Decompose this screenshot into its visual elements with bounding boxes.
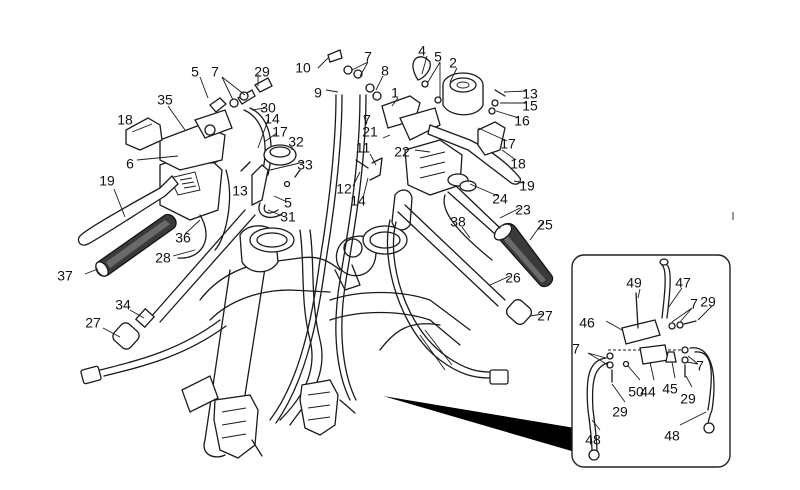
callout-label-7: 7 bbox=[363, 112, 371, 128]
callout-label-7: 7 bbox=[690, 296, 698, 312]
callout-label-19: 19 bbox=[99, 173, 115, 189]
callout-label-12: 12 bbox=[336, 181, 352, 197]
front-brake-hoses bbox=[269, 49, 382, 424]
left-handlebar-assembly bbox=[77, 77, 301, 385]
callout-label-29: 29 bbox=[680, 391, 696, 407]
callout-label-18: 18 bbox=[510, 156, 526, 172]
callout-label-24: 24 bbox=[492, 191, 508, 207]
callout-label-8: 8 bbox=[381, 63, 389, 79]
callout-label-7: 7 bbox=[364, 49, 372, 65]
callout-label-5: 5 bbox=[191, 64, 199, 80]
inset-brake-distribution bbox=[586, 258, 715, 461]
callout-label-31: 31 bbox=[280, 209, 296, 225]
callout-label-14: 14 bbox=[350, 193, 366, 209]
callout-label-27: 27 bbox=[85, 315, 101, 331]
leader-lines bbox=[84, 55, 713, 431]
callout-label-4: 4 bbox=[418, 43, 426, 59]
callout-label-13: 13 bbox=[522, 86, 538, 102]
callout-label-7: 7 bbox=[572, 341, 580, 357]
callout-label-21: 21 bbox=[362, 124, 378, 140]
right-handlebar-assembly bbox=[355, 56, 554, 385]
callout-label-25: 25 bbox=[537, 217, 553, 233]
callout-label-2: 2 bbox=[449, 55, 457, 71]
callout-label-26: 26 bbox=[505, 270, 521, 286]
inset-pointer bbox=[383, 396, 575, 452]
callout-label-49: 49 bbox=[626, 275, 642, 291]
callout-label-48: 48 bbox=[585, 432, 601, 448]
callout-label-29: 29 bbox=[700, 294, 716, 310]
callout-label-23: 23 bbox=[515, 202, 531, 218]
right-brake-caliper bbox=[299, 379, 356, 436]
callout-label-29: 29 bbox=[254, 64, 270, 80]
callout-label-9: 9 bbox=[314, 85, 322, 101]
callout-label-14: 14 bbox=[264, 111, 280, 127]
left-grip bbox=[95, 213, 177, 277]
callout-label-13: 13 bbox=[232, 183, 248, 199]
callout-label-38: 38 bbox=[450, 214, 466, 230]
callout-label-5: 5 bbox=[434, 49, 442, 65]
callout-label-7: 7 bbox=[211, 64, 219, 80]
callout-label-1: 1 bbox=[391, 85, 399, 101]
callout-label-44: 44 bbox=[640, 384, 656, 400]
callout-label-30: 30 bbox=[260, 100, 276, 116]
callout-label-27: 27 bbox=[537, 308, 553, 324]
callout-label-19: 19 bbox=[519, 178, 535, 194]
callout-label-34: 34 bbox=[115, 297, 131, 313]
fork-and-frame-outline bbox=[199, 229, 471, 458]
callout-label-15: 15 bbox=[522, 98, 538, 114]
callout-label-47: 47 bbox=[675, 275, 691, 291]
callout-label-46: 46 bbox=[579, 315, 595, 331]
callout-label-10: 10 bbox=[295, 60, 311, 76]
callout-label-18: 18 bbox=[117, 112, 133, 128]
callout-label-35: 35 bbox=[157, 92, 173, 108]
callout-label-50: 50 bbox=[628, 384, 644, 400]
callout-label-36: 36 bbox=[175, 230, 191, 246]
callout-label-29: 29 bbox=[612, 404, 628, 420]
left-brake-caliper bbox=[181, 375, 263, 459]
callout-label-17: 17 bbox=[272, 124, 288, 140]
callout-label-37: 37 bbox=[57, 268, 73, 284]
callout-label-11: 11 bbox=[356, 140, 371, 156]
callout-label-33: 33 bbox=[297, 157, 313, 173]
callout-label-45: 45 bbox=[662, 381, 678, 397]
right-grip bbox=[493, 222, 554, 288]
callout-label-16: 16 bbox=[514, 113, 530, 129]
callout-label-6: 6 bbox=[126, 156, 134, 172]
callout-label-22: 22 bbox=[394, 144, 410, 160]
callout-label-5: 5 bbox=[284, 195, 292, 211]
callout-label-28: 28 bbox=[155, 250, 171, 266]
callout-label-7: 7 bbox=[696, 358, 704, 374]
callout-label-48: 48 bbox=[664, 428, 680, 444]
callout-label-17: 17 bbox=[500, 136, 516, 152]
callout-label-32: 32 bbox=[288, 134, 304, 150]
